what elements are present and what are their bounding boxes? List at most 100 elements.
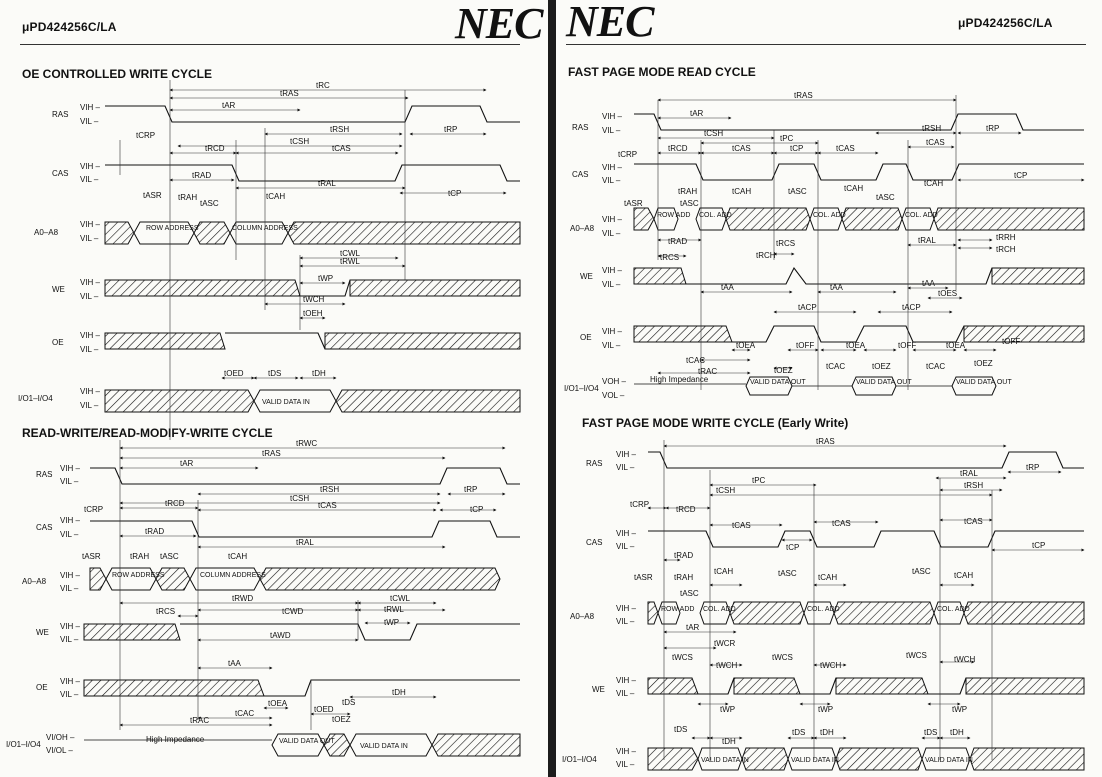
- d4-t-tdh-1: tDH: [722, 737, 736, 746]
- d4-io-dontcare-4: [969, 747, 1085, 771]
- d2-ras-label: RAS: [36, 470, 52, 479]
- d1-t-tds: tDS: [268, 369, 281, 378]
- left-timing-diagrams: RAS CAS A0–A8 WE OE I/O1–I/O4 VIH – VIL …: [6, 80, 521, 757]
- d1-oe-label: OE: [52, 338, 64, 347]
- d4-io-vil: VIL –: [616, 760, 635, 769]
- d2-t-tcac: tCAC: [235, 709, 254, 718]
- d2-t-trcs: tRCS: [156, 607, 175, 616]
- d2-t-tcwl: tCWL: [390, 594, 411, 603]
- left-nec-logo: NEC: [455, 0, 543, 48]
- d1-t-twp: tWP: [318, 274, 333, 283]
- d3-oe-vih: VIH –: [602, 327, 623, 336]
- d2-t-trcd: tRCD: [165, 499, 185, 508]
- d4-addr-vil: VIL –: [616, 617, 635, 626]
- d4-t-twp-3: tWP: [952, 705, 967, 714]
- d2-io-dontcare-2: [431, 733, 521, 757]
- d3-oe-waveform: [732, 325, 965, 343]
- d3-t-taa-3: tAA: [922, 279, 936, 288]
- d2-we-vil: VIL –: [60, 635, 79, 644]
- d4-we-dontcare-1: [647, 677, 699, 695]
- d3-t-toez-1: tOEZ: [774, 366, 793, 375]
- d3-t-trcd: tRCD: [668, 144, 688, 153]
- d3-t-toez-2: tOEZ: [872, 362, 891, 371]
- d2-t-trwl: tRWL: [384, 605, 404, 614]
- d4-t-twch-2: tWCH: [820, 661, 842, 670]
- d4-col2-box-text: COL. ADD: [807, 606, 840, 613]
- d3-t-trcs: tRCS: [660, 253, 679, 262]
- d4-we-vih: VIH –: [616, 676, 637, 685]
- d1-addr-vil: VIL –: [80, 234, 99, 243]
- d4-t-twp-2: tWP: [818, 705, 833, 714]
- d3-t-tras: tRAS: [794, 91, 813, 100]
- d4-we-dontcare-4: [965, 677, 1085, 695]
- d3-high-impedance: High Impedance: [650, 375, 709, 384]
- d3-row-box-text: ROW ADD: [657, 212, 690, 219]
- d2-row-box-text: ROW ADDRESS: [112, 572, 165, 579]
- d4-data2-box-text: VALID DATA IN: [791, 757, 839, 764]
- d3-col3-box-text: COL. ADD: [905, 212, 938, 219]
- d2-io-viol: VI/OL –: [46, 746, 73, 755]
- d3-t-taa-2: tAA: [830, 283, 844, 292]
- d4-io-vih: VIH –: [616, 747, 637, 756]
- d4-we-pulse-3: [928, 677, 967, 695]
- left-datasheet-page: μPD424256C/LA NEC OE CONTROLLED WRITE CY…: [0, 0, 548, 777]
- d4-t-tasc-3: tASC: [912, 567, 931, 576]
- d2-t-tawd: tAWD: [270, 631, 291, 640]
- right-datasheet-page: NEC μPD424256C/LA FAST PAGE MODE READ CY…: [556, 0, 1102, 777]
- d3-t-tral: tRAL: [918, 236, 936, 245]
- d3-t-taa-1: tAA: [721, 283, 735, 292]
- d1-t-tcas: tCAS: [332, 144, 351, 153]
- oe-write-cycle-title: OE CONTROLLED WRITE CYCLE: [22, 67, 212, 81]
- d2-io-label: I/O1–I/O4: [6, 740, 41, 749]
- d2-cas-vih: VIH –: [60, 516, 81, 525]
- d1-t-tcp: tCP: [448, 189, 461, 198]
- left-part-number: μPD424256C/LA: [22, 20, 117, 34]
- d4-t-twcs-3: tWCS: [906, 651, 927, 660]
- d2-cas-waveform: [90, 520, 520, 538]
- d4-col3-box-text: COL. ADD: [937, 606, 970, 613]
- d4-timing-labels: tRAS tPC tRAL tRP tCSH tRSH tCRP tRCD tC…: [630, 437, 1045, 746]
- d4-cas-vil: VIL –: [616, 542, 635, 551]
- d1-io-dontcare-2: [335, 389, 521, 413]
- d3-ras-vih: VIH –: [602, 112, 623, 121]
- d4-t-tasc-2: tASC: [778, 569, 797, 578]
- d2-t-taa: tAA: [228, 659, 242, 668]
- d2-t-trwd: tRWD: [232, 594, 253, 603]
- d1-io-vil: VIL –: [80, 401, 99, 410]
- d4-level-labels: VIH – VIL – VIH – VIL – VIH – VIL – VIH …: [616, 450, 637, 769]
- d3-level-labels: VIH – VIL – VIH – VIL – VIH – VIL – VIH …: [602, 112, 627, 400]
- d3-t-tcah-1: tCAH: [732, 187, 751, 196]
- d2-timing-lines: [119, 440, 506, 730]
- d1-io-dontcare-1: [104, 389, 255, 413]
- d1-t-tcwl: tCWL: [340, 249, 361, 258]
- d2-io-vioh: VI/OH –: [46, 733, 75, 742]
- d2-t-tdh: tDH: [392, 688, 406, 697]
- d3-io-out-box-3: [951, 376, 997, 396]
- d4-t-tcp-1: tCP: [786, 543, 799, 552]
- d3-oe-label: OE: [580, 333, 592, 342]
- d4-col1-box-text: COL. ADD: [703, 606, 736, 613]
- d2-in-box-text: VALID DATA IN: [360, 743, 408, 750]
- d3-t-tcas-1: tCAS: [732, 144, 751, 153]
- d2-t-tds: tDS: [342, 698, 355, 707]
- d3-cas-vil: VIL –: [602, 176, 621, 185]
- d4-cas-vih: VIH –: [616, 529, 637, 538]
- page-gutter: [548, 0, 556, 777]
- d2-t-twp: tWP: [384, 618, 399, 627]
- d3-addr-label: A0–A8: [570, 224, 595, 233]
- d4-t-trad: tRAD: [674, 551, 693, 560]
- d1-t-trsh: tRSH: [330, 125, 349, 134]
- d2-t-tasr: tASR: [82, 552, 101, 561]
- d4-t-tras: tRAS: [816, 437, 835, 446]
- d4-t-trah: tRAH: [674, 573, 693, 582]
- d1-t-twch: tWCH: [303, 295, 325, 304]
- d4-data3-box-text: VALID DATA IN: [925, 757, 973, 764]
- d1-data-box-text: VALID DATA IN: [262, 399, 310, 406]
- d1-level-labels: VIH – VIL – VIH – VIL – VIH – VIL – VIH …: [80, 103, 101, 410]
- d2-oe-vil: VIL –: [60, 690, 79, 699]
- d2-t-tcah: tCAH: [228, 552, 247, 561]
- d1-oe-pulse: [225, 332, 326, 350]
- d3-t-tcsh: tCSH: [704, 129, 723, 138]
- d2-t-trsh: tRSH: [320, 485, 339, 494]
- d2-t-tcsh: tCSH: [290, 494, 309, 503]
